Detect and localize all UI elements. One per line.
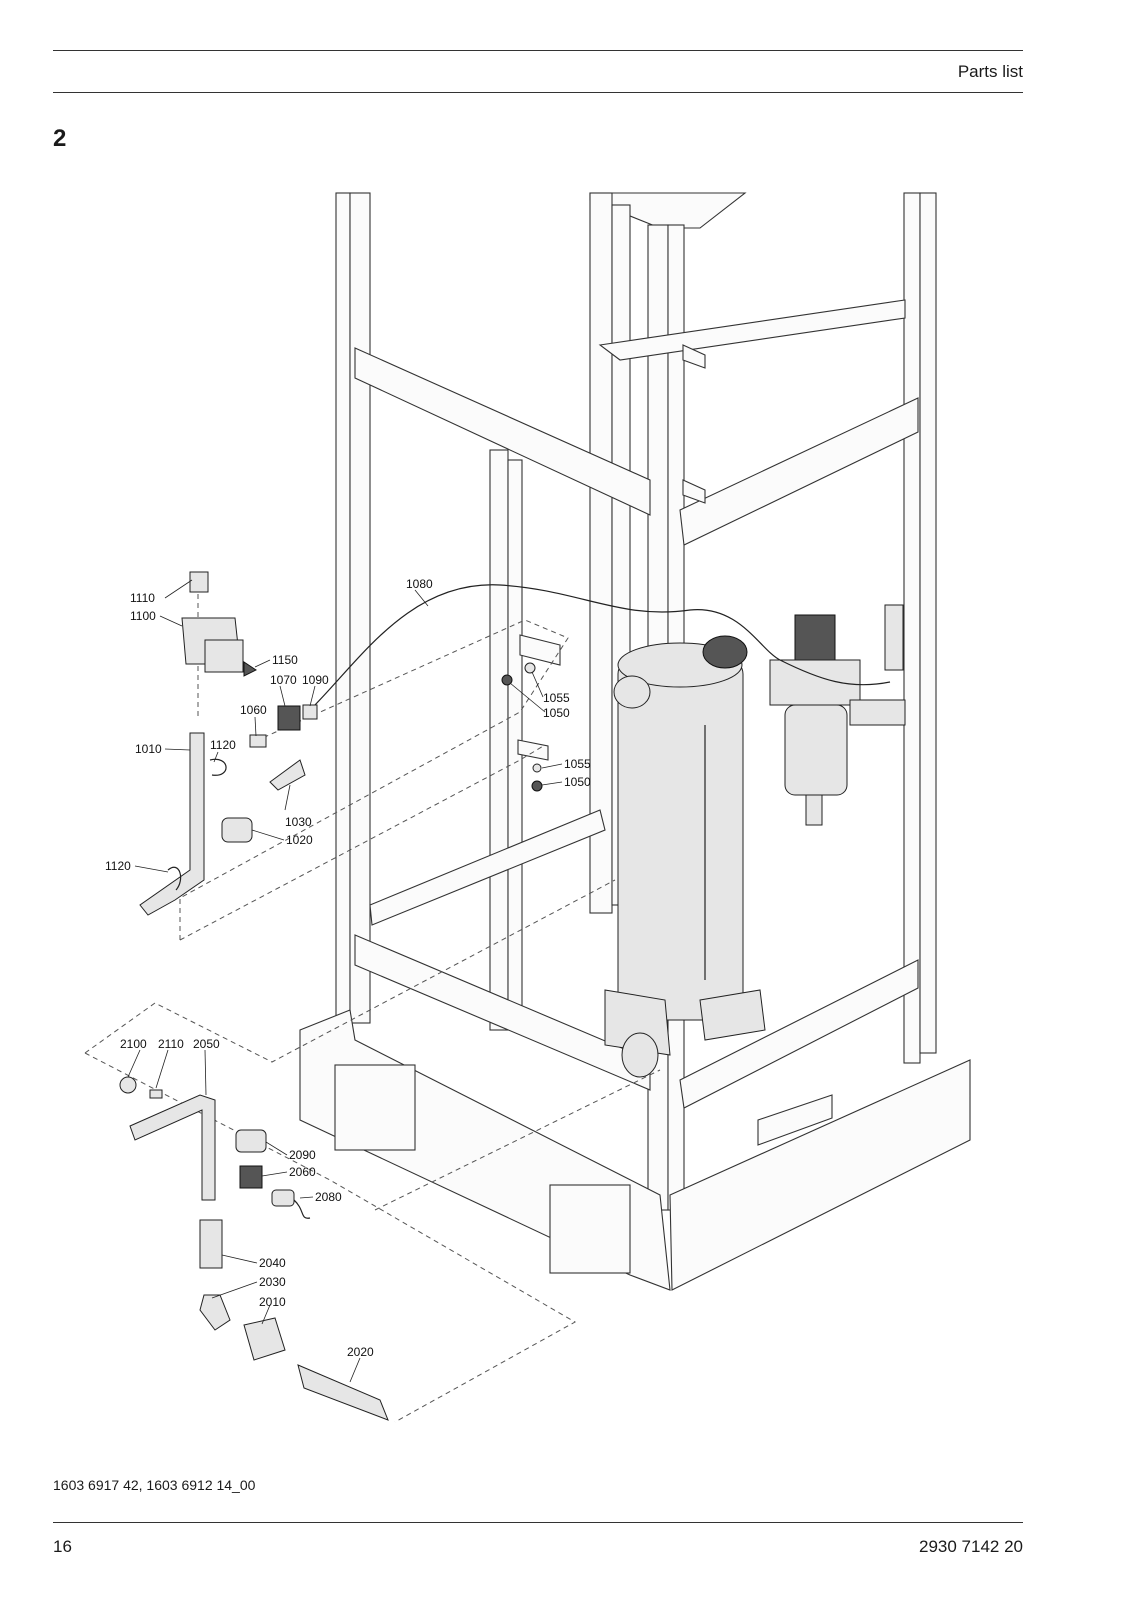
callout-1055-upper: 1055 xyxy=(543,691,570,705)
callout-1120-upper: 1120 xyxy=(210,738,236,752)
cable-1080 xyxy=(311,584,891,709)
filter-regulator xyxy=(769,604,906,826)
callout-1050-lower: 1050 xyxy=(564,775,591,789)
lower-parts xyxy=(119,1076,389,1421)
callout-1060: 1060 xyxy=(240,703,267,717)
callout-1030: 1030 xyxy=(285,815,312,829)
callout-2060: 2060 xyxy=(289,1165,316,1179)
callout-1120-lower: 1120 xyxy=(105,859,131,873)
callout-2090: 2090 xyxy=(289,1148,316,1162)
callout-1090: 1090 xyxy=(302,673,329,687)
upper-parts xyxy=(139,571,318,916)
callout-1070: 1070 xyxy=(270,673,297,687)
callout-2040: 2040 xyxy=(259,1256,286,1270)
callout-2030: 2030 xyxy=(259,1275,286,1289)
callout-1050-upper: 1050 xyxy=(543,706,570,720)
section-title: Parts list xyxy=(957,62,1023,81)
document-number: 2930 7142 20 xyxy=(919,1537,1023,1556)
callout-2050: 2050 xyxy=(193,1037,220,1051)
explosion-lines xyxy=(84,585,661,1423)
callout-1080: 1080 xyxy=(406,577,433,591)
callout-1110: 1110 xyxy=(130,591,155,605)
header-rule-bottom xyxy=(53,92,1023,93)
leader-lines xyxy=(127,579,563,1383)
callout-1150: 1150 xyxy=(272,653,298,667)
callout-1055-lower: 1055 xyxy=(564,757,591,771)
callout-2110: 2110 xyxy=(158,1037,184,1051)
callout-1010: 1010 xyxy=(135,742,162,756)
callout-2010: 2010 xyxy=(259,1295,286,1309)
callout-2020: 2020 xyxy=(347,1345,374,1359)
header-rule-top xyxy=(53,50,1023,51)
section-number: 2 xyxy=(53,125,67,152)
callout-1020: 1020 xyxy=(286,833,313,847)
carbon-tower xyxy=(604,635,766,1078)
callout-2100: 2100 xyxy=(120,1037,147,1051)
figure-caption: 1603 6917 42, 1603 6912 14_00 xyxy=(53,1477,256,1493)
page-number: 16 xyxy=(53,1537,72,1556)
callout-2080: 2080 xyxy=(315,1190,342,1204)
callout-1100: 1100 xyxy=(130,609,156,623)
fasteners xyxy=(501,662,543,792)
callouts: 1110 1100 1150 1070 1090 1060 1010 1120 … xyxy=(105,577,591,1359)
footer-rule xyxy=(53,1522,1023,1523)
